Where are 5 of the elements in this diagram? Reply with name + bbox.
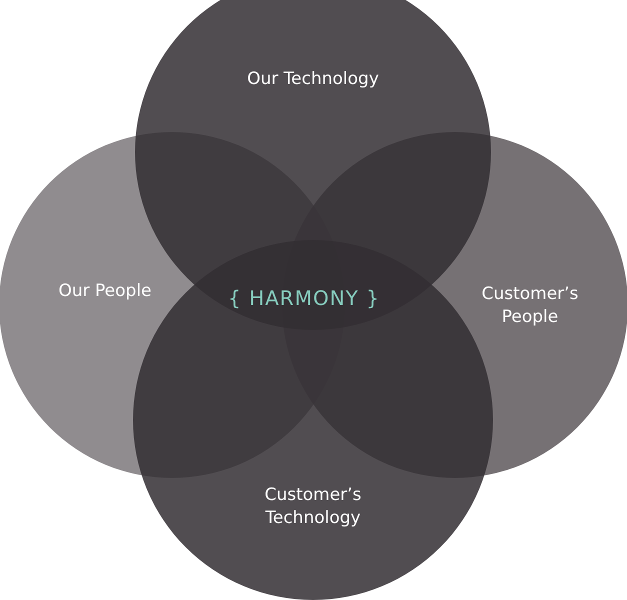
center-label: { HARMONY } bbox=[228, 286, 380, 310]
circle-label: Customer’s People bbox=[480, 283, 580, 329]
circle-label: Customer’s Technology bbox=[264, 484, 362, 530]
circle-label: Our Technology bbox=[246, 68, 380, 91]
circle-label: Our People bbox=[57, 280, 153, 303]
